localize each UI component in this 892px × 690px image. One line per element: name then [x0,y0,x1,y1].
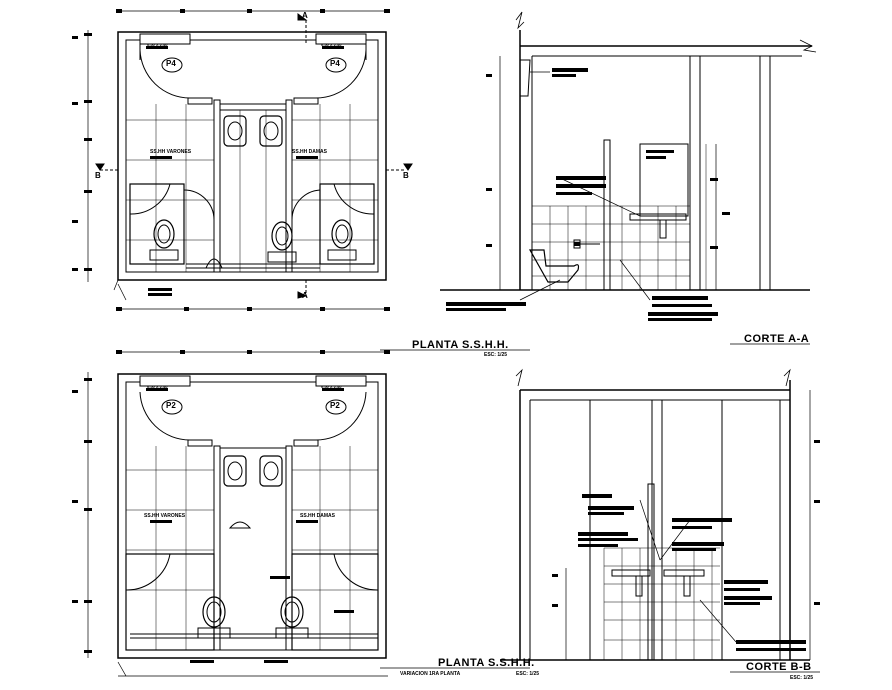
window-label-left: 0.50 X 2.40 [147,42,168,47]
door-tag-right: P2 [330,401,340,410]
section-a-title: CORTE A-A [744,333,810,345]
plan-top [72,9,413,311]
room-label-women: SS.HH DAMAS [300,513,336,519]
plan-bottom-subtitle: VARIACION 1RA PLANTA [400,671,461,677]
section-b-title: CORTE B-B [746,661,812,673]
plan-bottom [72,350,390,677]
section-marker-a-bottom: A [302,291,308,300]
plan-bottom-title: PLANTA S.S.H.H. [438,657,535,669]
section-a [440,11,817,345]
section-b-scale: ESC: 1/25 [790,675,814,681]
section-marker-a-top: A [302,11,308,20]
section-marker-b-right: B [403,171,409,180]
section-b [500,368,820,673]
window-label-right: 0.50 X 2.40 [321,384,342,389]
window-label-left: 0.50 X 2.40 [147,384,168,389]
plan-bottom-scale: ESC: 1/25 [516,671,540,677]
door-tag-left: P4 [166,59,176,68]
window-label-right: 0.50 X 2.40 [321,42,342,47]
plan-top-title: PLANTA S.S.H.H. [412,339,509,351]
room-label-women: SS.HH DAMAS [292,149,328,155]
door-tag-left: P2 [166,401,176,410]
section-marker-b-left: B [95,171,101,180]
room-label-men: SS.HH VARONES [150,149,192,155]
room-label-men: SS.HH VARONES [144,513,186,519]
door-tag-right: P4 [330,59,340,68]
plan-top-scale: ESC: 1/25 [484,352,508,358]
